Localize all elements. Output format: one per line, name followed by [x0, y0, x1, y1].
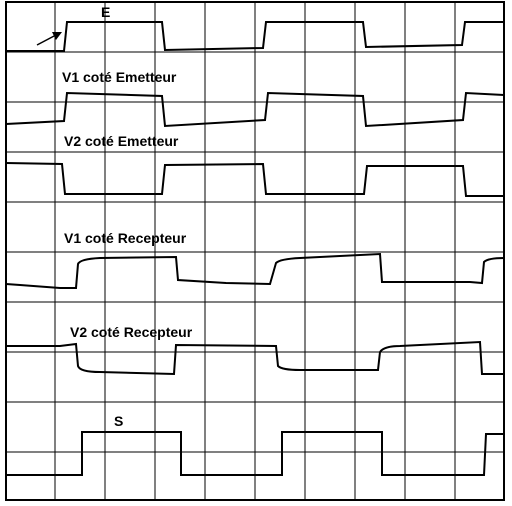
label-v1-emitter: V1 coté Emetteur [62, 69, 177, 85]
graticule [5, 1, 505, 501]
trace-s [6, 431, 504, 476]
scope-frame [5, 1, 505, 501]
trace-v2-receiver [6, 340, 504, 376]
trace-v1-receiver [5, 252, 505, 289]
trace-v1-emitter [5, 91, 505, 128]
trace-v2-emitter [5, 162, 504, 197]
label-v2-receiver: V2 coté Recepteur [70, 324, 193, 340]
trace-e [6, 21, 504, 52]
label-v1-receiver: V1 coté Recepteur [64, 230, 187, 246]
arrow-icon [36, 32, 62, 46]
label-e: E [101, 4, 110, 20]
label-s: S [114, 413, 123, 429]
label-v2-emitter: V2 coté Emetteur [64, 133, 179, 149]
